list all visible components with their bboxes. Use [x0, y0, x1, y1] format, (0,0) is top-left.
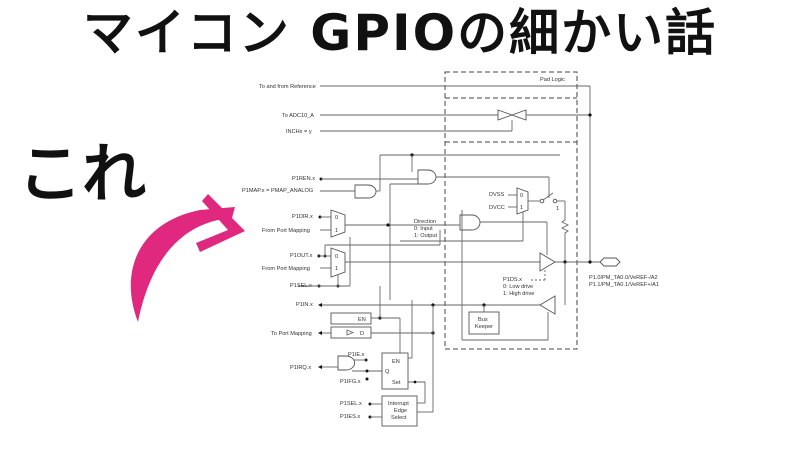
direction-label: Direction [414, 219, 436, 225]
mux-0: 0 [520, 193, 523, 199]
callout-text: これ [18, 138, 146, 212]
label-ies: P1IES.x [340, 414, 360, 420]
transmission-gate-icon [497, 109, 527, 121]
drive-label: P1DS.x [503, 277, 522, 283]
terminal [365, 377, 369, 381]
label-sel2: P1SEL.x [340, 401, 362, 407]
label-map: P1MAP.x = PMAP_ANALOG [242, 188, 313, 194]
input-buffer-icon [539, 295, 556, 315]
junction [413, 380, 417, 384]
arrow-body [130, 207, 235, 322]
wire [542, 192, 554, 201]
switch-icon [539, 198, 545, 204]
ff-q: Q [385, 369, 390, 375]
label-ref: To and from Reference [259, 84, 316, 90]
ies-label: Select [391, 415, 407, 421]
pin-label-0: P1.0/PM_TA0.0/VeREF-/A2 [589, 275, 658, 281]
label-ie: P1IE.x [348, 352, 365, 358]
label-dvss: DVSS [489, 192, 505, 198]
label-dir-pm: From Port Mapping [262, 228, 310, 234]
arrow-left-icon [318, 303, 322, 307]
and-gate-icon [417, 169, 437, 185]
flipflop-box [381, 352, 409, 390]
and-gate-icon [354, 184, 377, 199]
arrow-left-icon [318, 331, 322, 335]
junction [588, 260, 592, 264]
bus-keeper-box [468, 311, 500, 335]
en-latch-box [330, 312, 372, 325]
label-ren: P1REN.x [292, 176, 315, 182]
label-dvcc: DVCC [489, 205, 505, 211]
en-label: EN [358, 317, 366, 323]
label-out: P1OUT.x [290, 253, 313, 259]
label-out-pm: From Port Mapping [262, 266, 310, 272]
label-adc: To ADC10_A [282, 113, 314, 119]
label-in: P1IN.x [296, 302, 313, 308]
bus-keeper-label: Keeper [475, 324, 493, 330]
mux-1: 1 [335, 228, 338, 234]
pin-pad-icon[interactable] [599, 257, 621, 267]
ies-label: Edge [394, 408, 407, 414]
supply-mux-icon [516, 187, 529, 215]
mux-0: 0 [335, 215, 338, 221]
pad-logic-label: Pad Logic [540, 77, 565, 83]
dir-mux-icon [330, 209, 346, 238]
pad-logic-box [444, 71, 578, 350]
switch-label: 1 [556, 206, 559, 212]
ies-label: Interrupt [388, 401, 409, 407]
label-irq: P1IRQ.x [290, 365, 311, 371]
label-ifg: P1IFG.x [340, 379, 361, 385]
mux-0: 0 [335, 254, 338, 260]
bus-keeper-label: Bus [478, 317, 488, 323]
resistor-icon [560, 201, 570, 262]
page-title: マイコン GPIOの細かい話 [82, 4, 718, 62]
mux-1: 1 [335, 266, 338, 272]
and-gate-icon [337, 355, 356, 371]
junction [365, 369, 369, 373]
label-inch: INCHx = y [286, 129, 312, 135]
d-latch-box [330, 326, 372, 339]
buffer-icon [346, 329, 355, 336]
ff-en: EN [392, 359, 400, 365]
direction-output: 1: Output [414, 233, 437, 239]
drive-low: 0: Low drive [503, 284, 533, 290]
junction [588, 113, 592, 117]
d-label: D [360, 331, 364, 337]
pin-label-1: P1.1/PM_TA0.1/VeREF+/A1 [589, 282, 659, 288]
label-to-pm: To Port Mapping [271, 331, 312, 337]
drive-high: 1: High drive [503, 291, 534, 297]
and-gate-icon [459, 214, 481, 231]
ff-set: Set [392, 380, 401, 386]
arrow-head [196, 194, 245, 252]
mux-1: 1 [520, 205, 523, 211]
output-buffer-icon [539, 252, 556, 272]
switch-contact [552, 198, 558, 204]
arrow-left-icon [318, 365, 322, 369]
direction-input: 0: Input [414, 226, 433, 232]
out-mux-icon [330, 247, 346, 278]
label-dir: P1DIR.x [292, 214, 313, 220]
junction [386, 223, 390, 227]
interrupt-edge-select-box [381, 395, 418, 427]
